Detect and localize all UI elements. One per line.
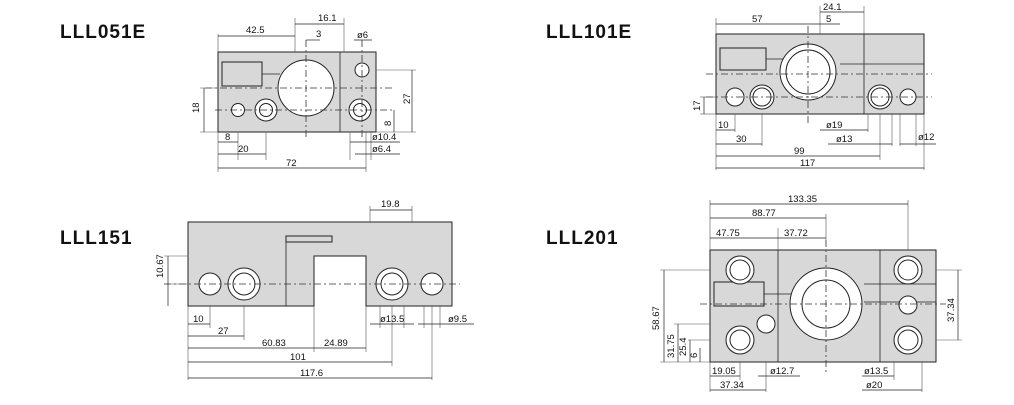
dim-label: 42.5 <box>246 25 265 36</box>
dim-label: 19.8 <box>381 199 400 210</box>
cable-gland <box>713 281 765 307</box>
mount-hole <box>756 314 776 334</box>
dim-label: 117 <box>800 158 815 169</box>
dim-label: ø9.5 <box>448 314 467 325</box>
dim-label: 31.75 <box>666 334 677 358</box>
dim-label: 10 <box>193 314 204 325</box>
dim-label: 30 <box>736 134 747 145</box>
dim-label: 27 <box>402 93 413 104</box>
dim-label: 6 <box>689 353 700 358</box>
dim-label: ø12.7 <box>770 366 794 377</box>
mount-hole-inner <box>729 259 751 281</box>
dim-label: 57 <box>752 14 763 25</box>
dim-label: ø6 <box>357 30 368 41</box>
mount-hole <box>898 295 918 315</box>
dim-label: ø10.4 <box>372 132 396 143</box>
dim-label: 8 <box>225 132 230 143</box>
dim-label: 27 <box>218 326 229 337</box>
dim-label: 20 <box>238 144 249 155</box>
dim-label: ø13.5 <box>864 366 888 377</box>
dim-label: 19.05 <box>712 366 736 377</box>
cable-gland <box>285 235 333 243</box>
dim-label: 133.35 <box>788 194 817 205</box>
dim-label: 5 <box>826 14 831 25</box>
dim-label: 72 <box>286 158 297 169</box>
drawing-lll101e: 24.1 57 5 17 10 ø19 30 ø13 ø12 99 117 <box>692 2 936 170</box>
cable-gland <box>719 47 767 71</box>
cable-gland <box>221 61 263 87</box>
dim-label: 17 <box>692 100 703 111</box>
dim-label: 8 <box>383 121 394 126</box>
dim-label: 37.34 <box>720 380 744 391</box>
dim-label: 18 <box>191 102 202 113</box>
drawing-lll151: 19.8 10.67 10 27 ø13.5 ø9.5 60.83 24.89 … <box>155 199 474 380</box>
dim-label: 16.1 <box>318 13 337 24</box>
dim-label: 10.67 <box>155 254 166 278</box>
mount-hole-inner <box>897 329 919 351</box>
dim-label: 25.4 <box>678 338 689 357</box>
dim-label: 10 <box>718 120 729 131</box>
dim-label: ø13 <box>836 134 852 145</box>
dim-label: 37.34 <box>946 298 957 322</box>
drawing-lll201: 133.35 88.77 47.75 37.72 58.67 31.75 25.… <box>651 194 962 392</box>
dim-label: 24.1 <box>823 2 842 13</box>
model-title-lll201: LLL201 <box>546 228 619 249</box>
dim-label: ø19 <box>826 120 842 131</box>
model-title-lll101e: LLL101E <box>546 22 633 43</box>
dim-label: 3 <box>316 29 321 40</box>
dim-label: 58.67 <box>651 306 662 330</box>
dim-label: 117.6 <box>300 368 323 379</box>
model-title-lll151: LLL151 <box>60 228 133 249</box>
dim-label: 101 <box>290 352 306 363</box>
model-title-lll051e: LLL051E <box>60 22 147 43</box>
mount-hole-inner <box>729 329 751 351</box>
dim-label: 37.72 <box>784 228 808 239</box>
dim-label: 60.83 <box>262 338 286 349</box>
drawing-lll051e: 42.5 16.1 3 ø6 18 27 8 ø10.4 8 20 ø6.4 7… <box>191 13 416 172</box>
load-cell-body <box>187 221 453 307</box>
dim-label: ø20 <box>866 380 882 391</box>
dim-label: ø6.4 <box>372 144 391 155</box>
dim-label: 24.89 <box>324 338 348 349</box>
mount-hole-inner <box>897 259 919 281</box>
dim-label: 88.77 <box>752 208 776 219</box>
dim-label: ø12 <box>918 132 934 143</box>
dim-label: ø13.5 <box>380 314 404 325</box>
dim-label: 47.75 <box>716 228 740 239</box>
dim-label: 99 <box>794 146 805 157</box>
